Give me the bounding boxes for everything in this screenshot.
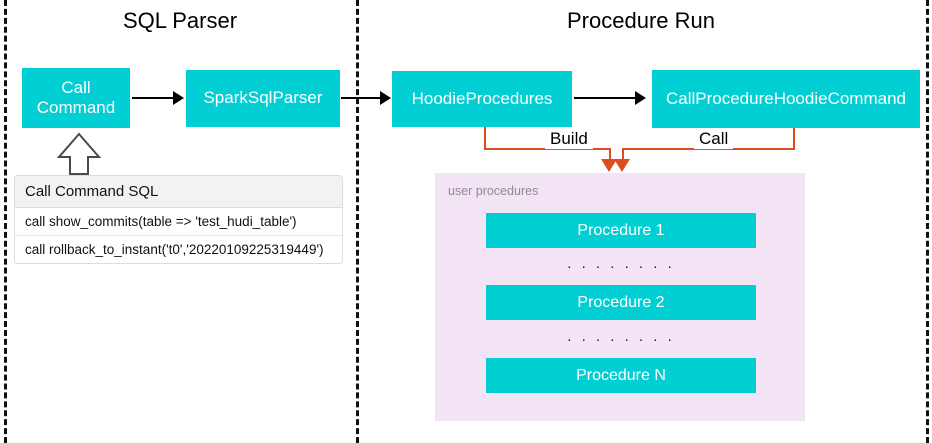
- build-connector-horizontal: [484, 148, 611, 150]
- build-connector-arrowhead: [601, 159, 617, 172]
- sql-table-row: call rollback_to_instant('t0','202201092…: [15, 236, 342, 263]
- divider-left: [4, 0, 7, 443]
- arrow-call-command-to-parser-line: [132, 97, 174, 99]
- section-title-sql-parser: SQL Parser: [122, 8, 238, 33]
- procedure-ellipsis: . . . . . . . .: [567, 328, 675, 345]
- node-spark-sql-parser[interactable]: SparkSqlParser: [186, 70, 340, 127]
- arrow-procedures-to-command-head: [635, 91, 646, 105]
- call-connector-vertical-down: [622, 148, 624, 161]
- user-procedures-caption: user procedures: [448, 184, 539, 198]
- procedure-box[interactable]: Procedure N: [486, 358, 756, 393]
- arrow-procedures-to-command-line: [574, 97, 636, 99]
- sql-table-header: Call Command SQL: [15, 176, 342, 208]
- build-connector-vertical-left: [484, 127, 486, 149]
- sql-table-row: call show_commits(table => 'test_hudi_ta…: [15, 208, 342, 236]
- call-command-sql-table: Call Command SQL call show_commits(table…: [14, 175, 343, 264]
- edge-label-build: Build: [545, 129, 593, 149]
- node-call-command-line1: Call: [61, 77, 91, 97]
- divider-right: [926, 0, 929, 443]
- arrow-parser-to-procedures-line: [341, 97, 381, 99]
- call-connector-horizontal: [622, 148, 795, 150]
- procedure-box[interactable]: Procedure 1: [486, 213, 756, 248]
- build-connector-vertical-down: [609, 148, 611, 161]
- call-connector-arrowhead: [614, 159, 630, 172]
- node-call-procedure-hoodie-command[interactable]: CallProcedureHoodieCommand: [652, 70, 920, 128]
- call-connector-vertical-right: [793, 128, 795, 149]
- arrow-call-command-to-parser-head: [173, 91, 184, 105]
- edge-label-call: Call: [694, 129, 734, 149]
- node-call-command-line2: Command: [36, 98, 116, 117]
- user-procedures-panel: user procedures Procedure 1 . . . . . . …: [435, 173, 805, 421]
- up-arrow-icon: [56, 131, 102, 182]
- procedure-box[interactable]: Procedure 2: [486, 285, 756, 320]
- node-hoodie-procedures[interactable]: HoodieProcedures: [392, 71, 572, 127]
- arrow-parser-to-procedures-head: [380, 91, 391, 105]
- section-title-procedure-run: Procedure Run: [567, 8, 715, 33]
- procedure-ellipsis: . . . . . . . .: [567, 255, 675, 272]
- divider-middle: [356, 0, 359, 443]
- node-call-command[interactable]: Call Command: [22, 68, 130, 128]
